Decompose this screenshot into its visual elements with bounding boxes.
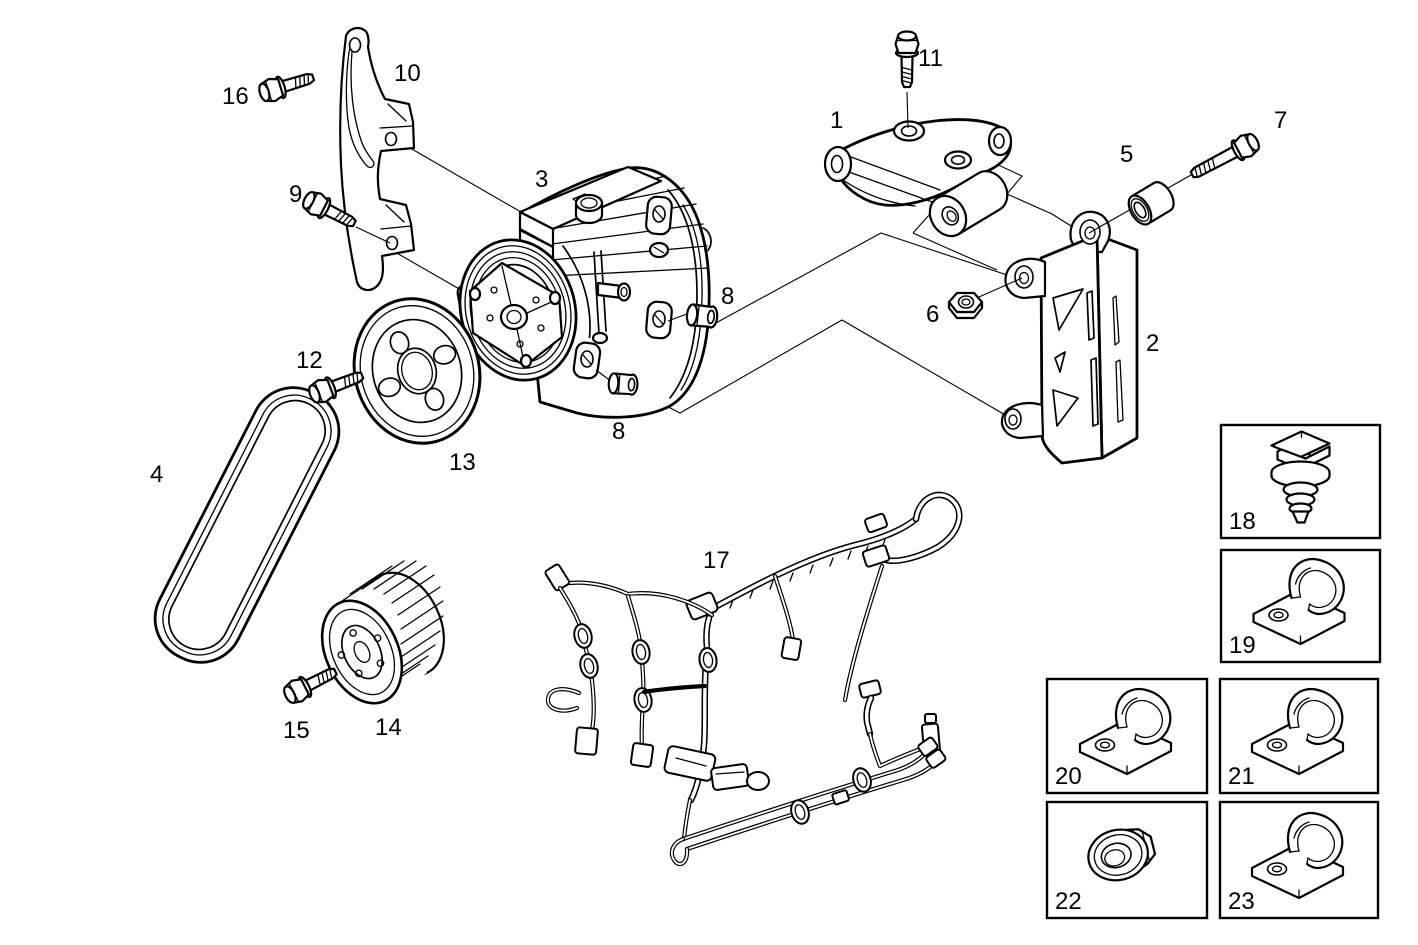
callout-bolt: 16 [222,83,249,110]
inset-label: 21 [1228,763,1255,790]
bracket-cutouts [1052,288,1099,427]
inset-box-push-pin-rivet: 18 [1219,423,1382,540]
bolt-15 [279,660,342,709]
spacer-sleeve [1127,181,1175,226]
inset-box-p-clamp: 20 [1045,677,1209,795]
callout-bolt: 12 [296,347,323,374]
callout-bolt: 15 [283,717,310,744]
callout-ribbed-pulley: 14 [375,714,402,741]
inset-label: 18 [1229,508,1256,535]
inset-box-p-clamp: 23 [1218,800,1380,920]
bolt-11 [894,30,920,89]
callout-drive-belt: 4 [150,461,163,488]
bolt-16 [255,65,318,106]
callout-compressor: 3 [535,166,548,193]
pulley-disc [352,297,482,445]
compressor-mount-ears [572,195,673,380]
nut [947,291,984,320]
inset-box-p-clamp: 19 [1219,548,1382,664]
callout-bolt: 7 [1274,107,1287,134]
callout-support-bracket: 10 [394,60,421,87]
callout-grommet-lower: 8 [612,418,625,445]
inset-label: 22 [1055,888,1082,915]
callout-spacer-sleeve: 5 [1120,141,1133,168]
support-bracket [339,26,416,292]
clutch-front-plate [468,261,564,369]
inset-label: 23 [1228,888,1255,915]
callout-nut: 6 [926,301,939,328]
side-mount-bracket [1000,210,1139,465]
callout-upper-mount-bracket: 1 [830,107,843,134]
callout-bolt: 11 [918,45,943,72]
ribbed-pulley [320,560,445,705]
inset-boxes: 18 19 20 21 22 23 [1045,423,1382,920]
callout-wiring-harness: 17 [703,547,730,574]
callout-side-mount-bracket: 2 [1146,330,1159,357]
wiring-harness [544,491,963,867]
oil-plug [574,193,604,225]
harness-center-connectors [663,745,770,791]
pulley-ribs [338,560,444,693]
callout-bolt: 9 [289,181,302,208]
grommet-upper [685,303,719,329]
inset-box-flange-nut: 22 [1045,800,1209,920]
upper-mount-bracket [823,118,1013,238]
inset-box-p-clamp: 21 [1218,677,1380,795]
inset-label: 20 [1055,763,1082,790]
callout-pulley-disc: 13 [449,449,476,476]
inset-label: 19 [1229,632,1256,659]
bolt-7 [1185,128,1264,186]
compressor [456,165,712,419]
callout-grommet-upper: 8 [721,283,734,310]
grommet-lower [607,372,639,396]
